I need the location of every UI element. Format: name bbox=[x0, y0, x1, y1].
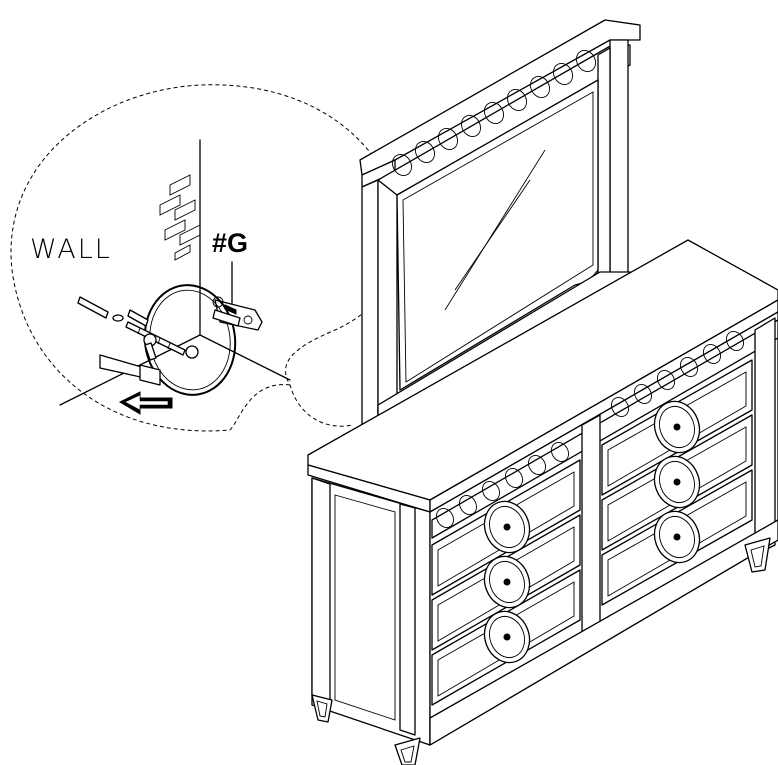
mirror-top-rosettes bbox=[392, 50, 596, 176]
part-g-label: #G bbox=[212, 228, 248, 258]
glass-reflection-1 bbox=[454, 179, 531, 291]
drawer-knob-icon bbox=[653, 455, 701, 509]
wall-label: WALL bbox=[30, 234, 112, 265]
dresser bbox=[307, 239, 778, 765]
push-arrow-icon bbox=[118, 391, 173, 415]
dresser-top-rosettes bbox=[436, 331, 744, 528]
mirror-right-post bbox=[609, 39, 629, 286]
drawer-knob-icon bbox=[653, 510, 701, 564]
glass-reflection-2 bbox=[444, 149, 546, 311]
mirror-left-post bbox=[361, 179, 379, 426]
right-drawer-stack bbox=[601, 359, 753, 606]
detail-circle-outline bbox=[10, 84, 402, 432]
wall-anchor-icon bbox=[127, 309, 157, 361]
left-drawer-stack bbox=[431, 459, 581, 706]
dresser-legs bbox=[311, 537, 771, 765]
drawer-knob-icon bbox=[483, 610, 531, 664]
leg-back-left bbox=[311, 694, 333, 723]
drawer-knob-icon bbox=[653, 400, 701, 454]
drawer-knob-icon bbox=[483, 555, 531, 609]
dresser-center-divider bbox=[581, 414, 601, 651]
safety-strap bbox=[99, 284, 241, 396]
brick-pattern bbox=[159, 174, 201, 261]
detail-callout: WALL #G bbox=[10, 84, 402, 432]
leg-front-left bbox=[394, 737, 421, 765]
floor-line-right bbox=[199, 334, 291, 381]
drawer-knob-icon bbox=[483, 500, 531, 554]
screw-icon bbox=[77, 296, 199, 359]
